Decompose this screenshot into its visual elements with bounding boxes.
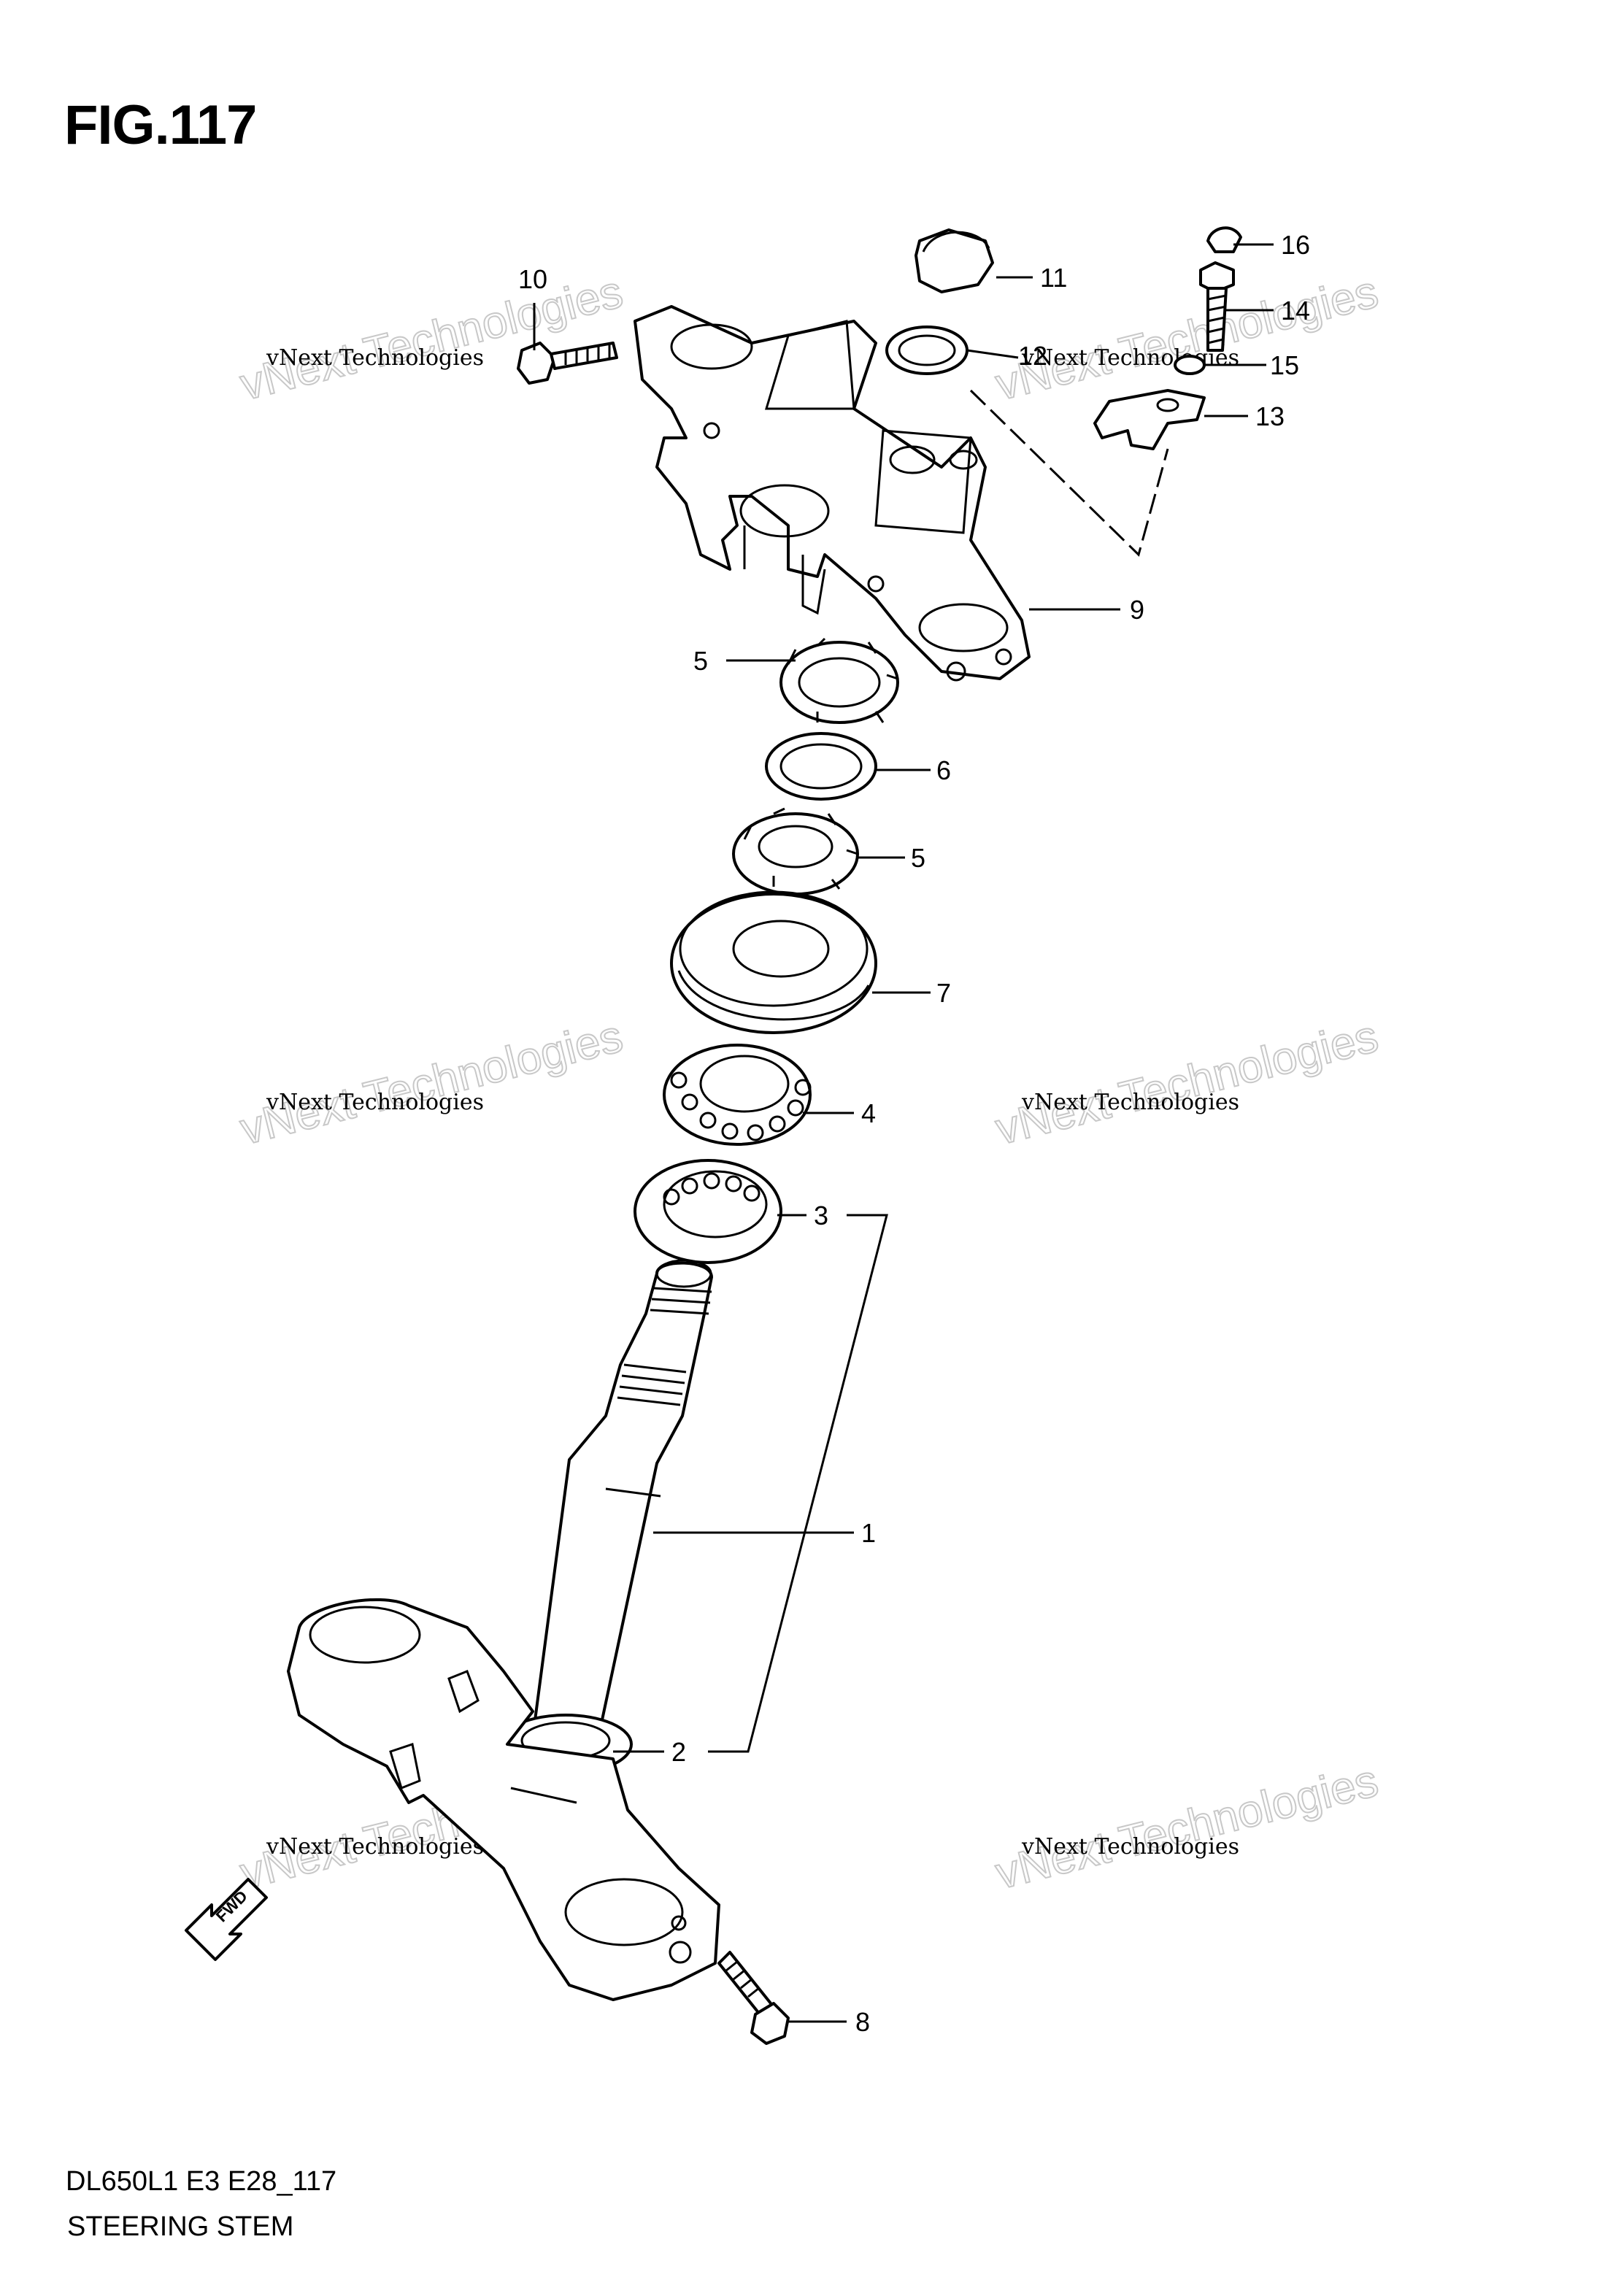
watermark: vNext Technologies vNext Technologies	[235, 1010, 628, 1155]
leader-lines	[533, 243, 1274, 2023]
dust-seal-7	[670, 890, 877, 1034]
callout-1: 1	[861, 1518, 876, 1548]
svg-text:vNext Technologies: vNext Technologies	[1021, 1090, 1239, 1115]
clamp-13	[1093, 389, 1206, 450]
figure-title: FIG.117	[64, 94, 257, 156]
callout-13: 13	[1255, 401, 1285, 431]
callout-2: 2	[671, 1737, 686, 1767]
callout-5-upper: 5	[693, 646, 708, 676]
bearing-3	[634, 1159, 782, 1264]
callout-7: 7	[936, 978, 951, 1008]
svg-text:vNext Technologies: vNext Technologies	[266, 345, 484, 371]
callout-6: 6	[936, 755, 951, 785]
cap-11	[915, 228, 994, 293]
bolt-14	[1199, 261, 1235, 352]
watermark: vNext Technologies vNext Technologies	[990, 1010, 1384, 1155]
washer-15	[1174, 355, 1206, 375]
model-code: DL650L1 E3 E28_117	[66, 2166, 337, 2197]
lower-bracket	[287, 1598, 720, 2001]
fwd-arrow: FWD	[185, 1878, 268, 1961]
cap-16	[1206, 226, 1242, 253]
bearing-4	[663, 1044, 812, 1146]
diagram-caption: STEERING STEM	[67, 2211, 294, 2242]
washer-12	[885, 325, 969, 375]
callout-9: 9	[1130, 595, 1144, 625]
callout-14: 14	[1281, 296, 1310, 325]
svg-text:vNext Technologies: vNext Technologies	[266, 1834, 484, 1860]
svg-text:vNext Technologies: vNext Technologies	[236, 266, 628, 410]
svg-text:vNext Technologies: vNext Technologies	[236, 1011, 628, 1155]
callout-15: 15	[1270, 350, 1299, 380]
callout-5-lower: 5	[911, 843, 925, 873]
bolt-10	[517, 342, 618, 385]
callout-11: 11	[1040, 263, 1067, 293]
washer-6	[765, 732, 877, 801]
svg-text:vNext Technologies: vNext Technologies	[266, 1090, 484, 1115]
locknut-5-upper	[779, 637, 899, 724]
locknut-5-lower	[732, 807, 859, 895]
steering-stem-1	[531, 1259, 713, 1749]
watermark: vNext Technologies vNext Technologies	[990, 1754, 1384, 1900]
callout-10: 10	[518, 264, 547, 294]
svg-text:vNext Technologies: vNext Technologies	[991, 1755, 1383, 1899]
callout-16: 16	[1281, 230, 1310, 260]
bolt-8	[717, 1951, 790, 2045]
callout-8: 8	[855, 2007, 870, 2037]
upper-bracket	[634, 305, 1031, 682]
svg-text:vNext Technologies: vNext Technologies	[991, 1011, 1383, 1155]
svg-text:vNext Technologies: vNext Technologies	[1021, 1834, 1239, 1860]
callout-labels: 10 11 16 14 12 15 13 9 5 6 5 7 4 3 1 2 8	[518, 230, 1310, 2037]
callout-4: 4	[861, 1098, 876, 1128]
watermark: vNext Technologies vNext Technologies	[235, 266, 628, 411]
callout-3: 3	[814, 1201, 828, 1230]
callout-12: 12	[1018, 341, 1047, 371]
